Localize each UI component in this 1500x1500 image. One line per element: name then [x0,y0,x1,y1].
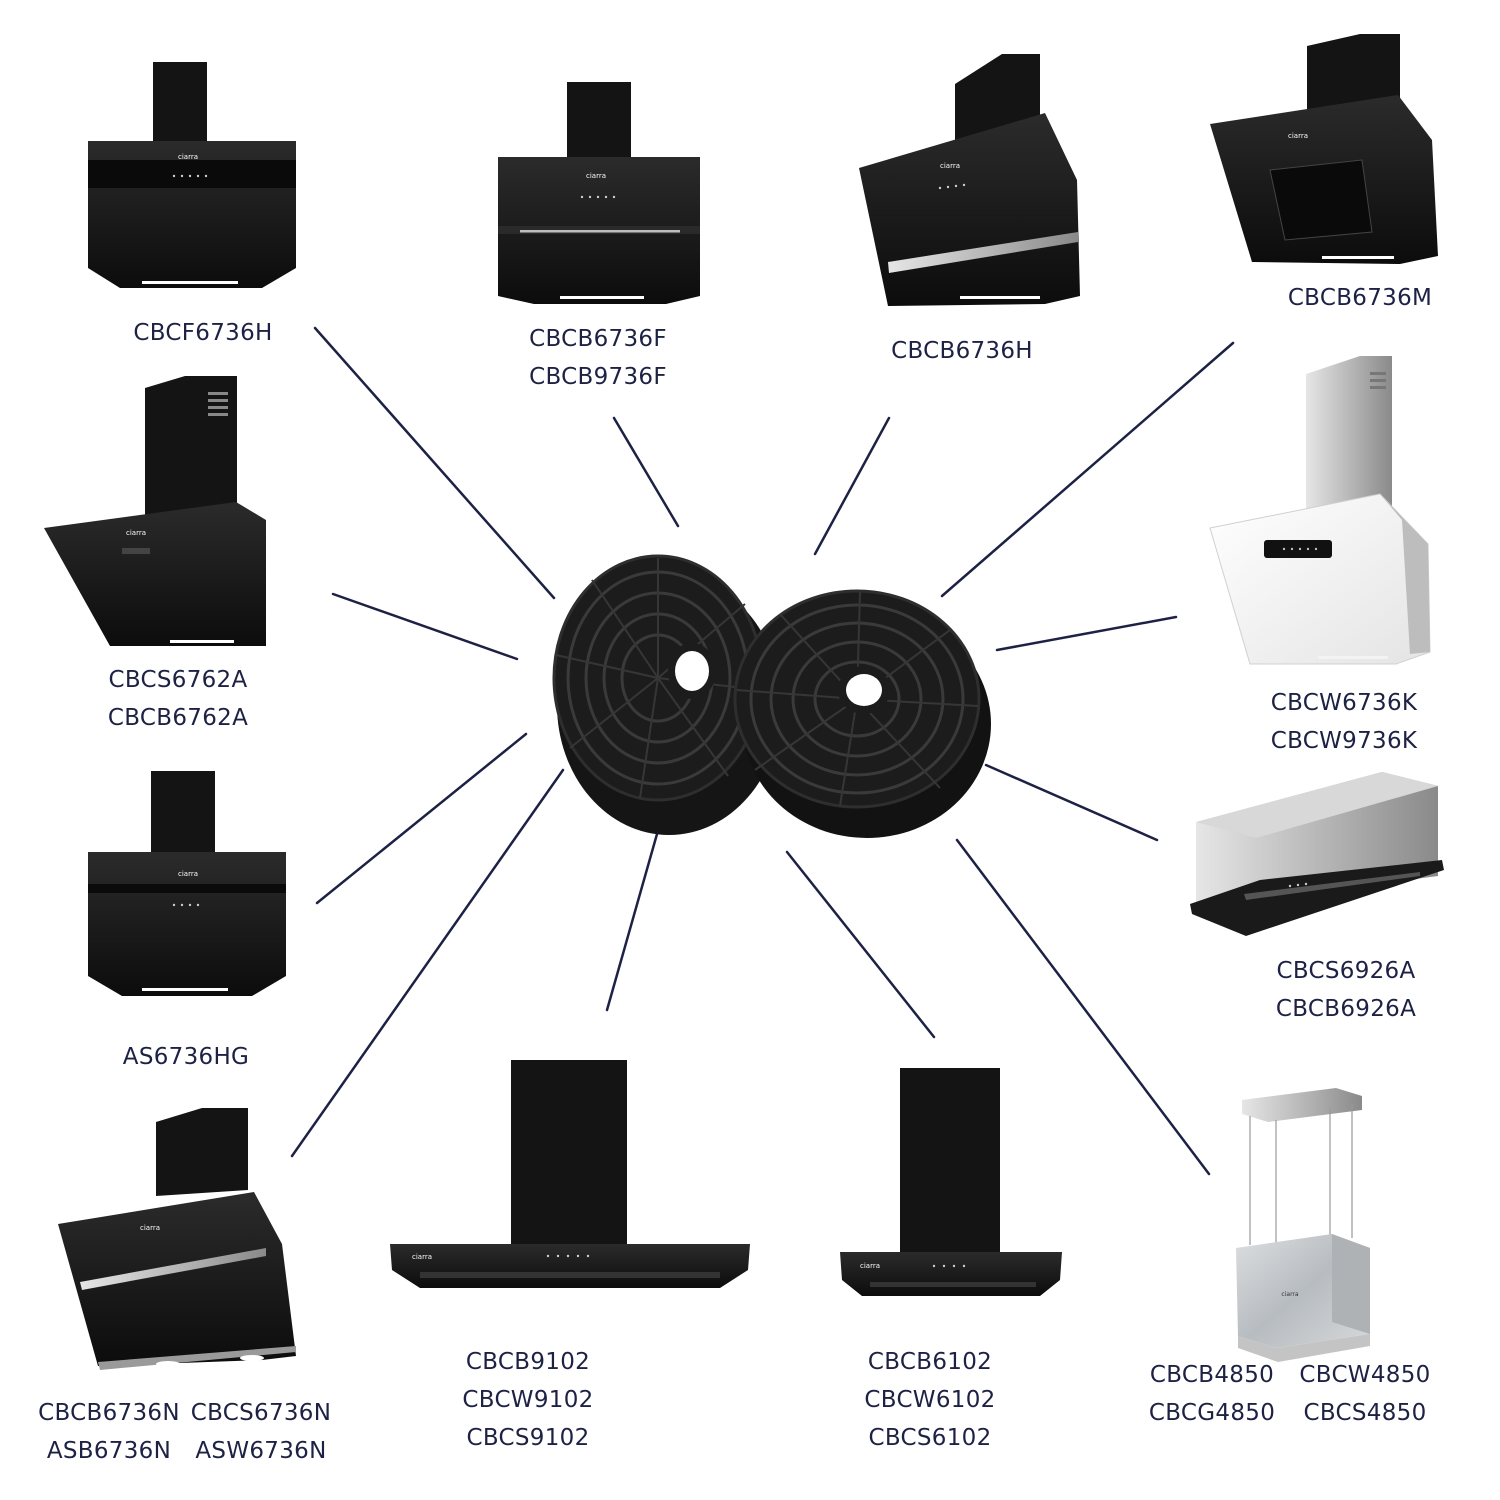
model-label: CBCS6102 [868,1425,992,1451]
hood-cbcb6102-image: ciarra [840,1068,1062,1296]
svg-text:ciarra: ciarra [178,870,198,878]
model-label: ASB6736N [46,1438,172,1464]
carbon-filter-left [552,554,781,835]
model-label: CBCS9102 [466,1425,590,1451]
model-label: CBCB6736N [38,1400,180,1426]
model-label-group: CBCB9102 CBCW9102 CBCS9102 [428,1343,628,1457]
model-label-group: CBCB6102 CBCW6102 CBCS6102 [830,1343,1030,1457]
connector-line [813,416,891,556]
svg-text:ciarra: ciarra [140,1224,160,1232]
svg-text:ciarra: ciarra [940,162,960,170]
svg-text:ciarra: ciarra [1288,132,1308,140]
model-label: CBCG4850 [1148,1400,1276,1426]
carbon-filter-pair-icon [552,554,991,838]
svg-text:ciarra: ciarra [1281,1291,1298,1298]
connector-line [605,825,661,1012]
connector-line [984,763,1159,842]
model-label: CBCB6736H [891,338,1033,364]
model-label-group: CBCW4850 CBCS4850 [1294,1356,1436,1432]
hood-cbcb6736m-image: ciarra [1210,34,1438,264]
model-label-group: CBCS6926A CBCB6926A [1246,952,1446,1028]
model-label: CBCW9736K [1270,728,1418,754]
model-label-group: CBCW6736K CBCW9736K [1244,684,1444,760]
svg-text:ciarra: ciarra [586,172,606,180]
model-label: CBCS4850 [1303,1400,1427,1426]
connector-line [955,838,1211,1176]
model-label-group: CBCS6762A CBCB6762A [76,661,280,737]
svg-text:ciarra: ciarra [178,153,198,161]
connector-line [290,768,565,1158]
model-label: CBCW4850 [1299,1362,1431,1388]
connector-line [315,732,528,905]
model-label: AS6736HG [122,1044,250,1070]
model-label-group: CBCB6736N ASB6736N [34,1394,184,1470]
connector-line [995,615,1178,652]
svg-text:ciarra: ciarra [860,1262,880,1270]
model-label: CBCB6102 [867,1349,993,1375]
hood-cbcs6762a-image: ciarra [44,376,266,646]
svg-text:ciarra: ciarra [412,1253,432,1261]
connector-line [331,592,519,661]
model-label: CBCW9102 [462,1387,594,1413]
model-label: CBCS6926A [1276,958,1416,984]
connector-line [940,341,1235,598]
hood-cbcb6736n-image: ciarra [58,1108,296,1370]
model-label-group: CBCB4850 CBCG4850 [1142,1356,1282,1432]
hood-cbcb9102-image: ciarra [390,1060,750,1288]
model-label: CBCW6736K [1270,690,1418,716]
connector-lines [290,326,1235,1176]
model-label: CBCW6102 [864,1387,996,1413]
model-label-group: CBCB6736H [862,332,1062,370]
connector-line [313,326,556,600]
connector-line [785,850,936,1039]
hood-cbcb6736h-image: ciarra [859,54,1080,306]
svg-text:ciarra: ciarra [126,529,146,537]
model-label: CBCS6762A [108,667,248,693]
model-label: CBCB6762A [107,705,249,731]
model-label-group: AS6736HG [86,1038,286,1076]
model-label: CBCB9736F [529,364,667,390]
hood-cbcb6736f-image: ciarra [498,82,700,304]
model-label: CBCS6736N [190,1400,332,1426]
model-label: CBCB6736F [529,326,667,352]
model-label: CBCB4850 [1149,1362,1275,1388]
hood-cbcb4850-image: ciarra [1236,1088,1370,1362]
model-label-group: CBCS6736N ASW6736N [188,1394,334,1470]
carbon-filter-right [733,589,991,838]
model-label-group: CBCB6736F CBCB9736F [498,320,698,396]
model-label: CBCF6736H [133,320,273,346]
model-label: CBCB6926A [1275,996,1417,1022]
model-label: CBCB6736M [1287,285,1433,311]
hood-as6736hg-image: ciarra [88,771,286,996]
hood-cbcw6736k-image [1209,356,1431,665]
hood-cbcf6736h-image: ciarra [88,62,296,288]
model-label-group: CBCB6736M [1260,279,1460,317]
hood-cbcs6926a-image [1190,772,1444,936]
model-label: ASW6736N [195,1438,327,1464]
model-label-group: CBCF6736H [96,314,310,352]
connector-line [612,416,680,528]
model-label: CBCB9102 [465,1349,591,1375]
